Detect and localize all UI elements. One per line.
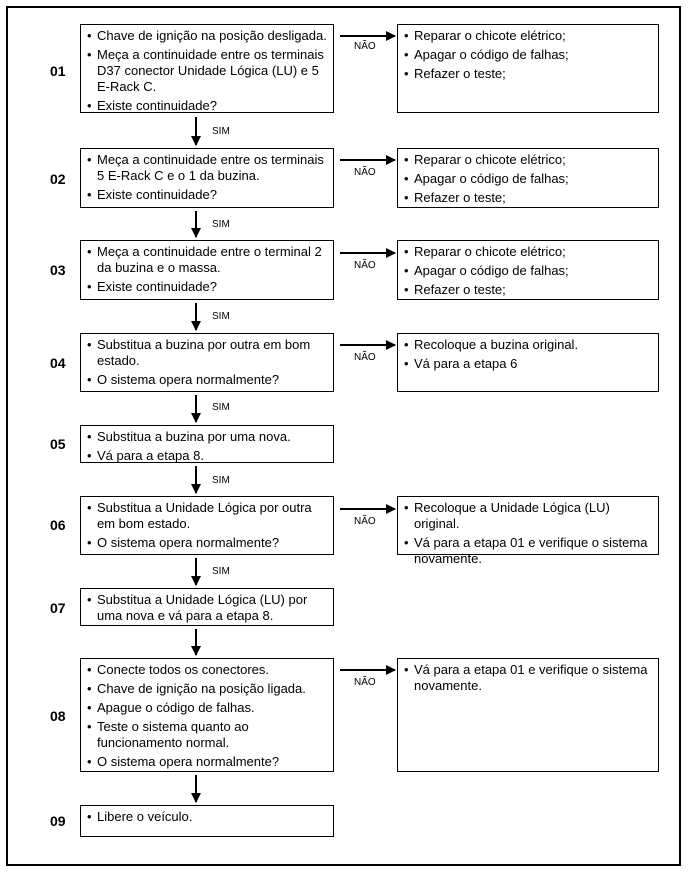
step-box: Meça a continuidade entre os terminais 5… — [80, 148, 334, 208]
no-action-item: Refazer o teste; — [404, 282, 652, 298]
no-action-item: Refazer o teste; — [404, 66, 652, 82]
step-item: Meça a continuidade entre os terminais 5… — [87, 152, 327, 184]
step-item: Substitua a Unidade Lógica (LU) por uma … — [87, 592, 327, 624]
no-action-item: Apagar o código de falhas; — [404, 263, 652, 279]
step-item: Substitua a buzina por outra em bom esta… — [87, 337, 327, 369]
no-action-item: Recoloque a Unidade Lógica (LU) original… — [404, 500, 652, 532]
step-box: Substitua a Unidade Lógica (LU) por uma … — [80, 588, 334, 626]
no-action-item: Recoloque a buzina original. — [404, 337, 652, 353]
yes-label: SIM — [212, 475, 230, 486]
yes-label: SIM — [212, 219, 230, 230]
no-action-item: Apagar o código de falhas; — [404, 171, 652, 187]
step-number: 02 — [50, 171, 66, 187]
no-label: NÃO — [354, 516, 376, 527]
step-item: Chave de ignição na posição desligada. — [87, 28, 327, 44]
no-label: NÃO — [354, 677, 376, 688]
step-number: 04 — [50, 355, 66, 371]
step-box: Substitua a buzina por outra em bom esta… — [80, 333, 334, 392]
no-action-box: Recoloque a Unidade Lógica (LU) original… — [397, 496, 659, 566]
step-item: Substitua a Unidade Lógica por outra em … — [87, 500, 327, 532]
step-item: Meça a continuidade entre o terminal 2 d… — [87, 244, 327, 276]
step-number: 09 — [50, 813, 66, 829]
no-action-box: Reparar o chicote elétrico; Apagar o cód… — [397, 148, 659, 208]
step-number: 03 — [50, 262, 66, 278]
step-number: 06 — [50, 517, 66, 533]
step-number: 08 — [50, 708, 66, 724]
no-action-item: Apagar o código de falhas; — [404, 47, 652, 63]
no-action-item: Refazer o teste; — [404, 190, 652, 206]
step-box: Chave de ignição na posição desligada. M… — [80, 24, 334, 114]
step-item: O sistema opera normalmente? — [87, 754, 327, 770]
no-action-item: Reparar o chicote elétrico; — [404, 28, 652, 44]
step-box: Substitua a buzina por uma nova. Vá para… — [80, 425, 334, 464]
yes-label: SIM — [212, 402, 230, 413]
step-item: Conecte todos os conectores. — [87, 662, 327, 678]
no-label: NÃO — [354, 41, 376, 52]
step-item: Existe continuidade? — [87, 279, 327, 295]
step-item: Teste o sistema quanto ao funcionamento … — [87, 719, 327, 751]
step-item: Existe continuidade? — [87, 187, 327, 203]
step-box: Substitua a Unidade Lógica por outra em … — [80, 496, 334, 555]
step-item: Substitua a buzina por uma nova. — [87, 429, 327, 445]
no-action-box: Reparar o chicote elétrico; Apagar o cód… — [397, 24, 659, 113]
no-action-box: Recoloque a buzina original. Vá para a e… — [397, 333, 659, 392]
no-action-item: Vá para a etapa 01 e verifique o sistema… — [404, 535, 652, 567]
no-action-item: Reparar o chicote elétrico; — [404, 152, 652, 168]
no-action-item: Reparar o chicote elétrico; — [404, 244, 652, 260]
step-number: 05 — [50, 436, 66, 452]
step-item: Apague o código de falhas. — [87, 700, 327, 716]
step-item: Vá para a etapa 8. — [87, 448, 327, 464]
step-item: Chave de ignição na posição ligada. — [87, 681, 327, 697]
step-item: Libere o veículo. — [87, 809, 327, 825]
step-item: Existe continuidade? — [87, 98, 327, 114]
step-box: Libere o veículo. — [80, 805, 334, 837]
yes-label: SIM — [212, 311, 230, 322]
step-item: O sistema opera normalmente? — [87, 535, 327, 551]
step-item: O sistema opera normalmente? — [87, 372, 327, 388]
no-label: NÃO — [354, 260, 376, 271]
no-action-item: Vá para a etapa 6 — [404, 356, 652, 372]
step-box: Conecte todos os conectores. Chave de ig… — [80, 658, 334, 772]
no-action-box: Vá para a etapa 01 e verifique o sistema… — [397, 658, 659, 772]
yes-label: SIM — [212, 566, 230, 577]
yes-label: SIM — [212, 126, 230, 137]
step-item: Meça a continuidade entre os terminais D… — [87, 47, 327, 95]
step-box: Meça a continuidade entre o terminal 2 d… — [80, 240, 334, 300]
step-number: 07 — [50, 600, 66, 616]
step-number: 01 — [50, 63, 66, 79]
no-action-item: Vá para a etapa 01 e verifique o sistema… — [404, 662, 652, 694]
no-action-box: Reparar o chicote elétrico; Apagar o cód… — [397, 240, 659, 300]
no-label: NÃO — [354, 352, 376, 363]
diagram-frame — [6, 6, 681, 866]
no-label: NÃO — [354, 167, 376, 178]
